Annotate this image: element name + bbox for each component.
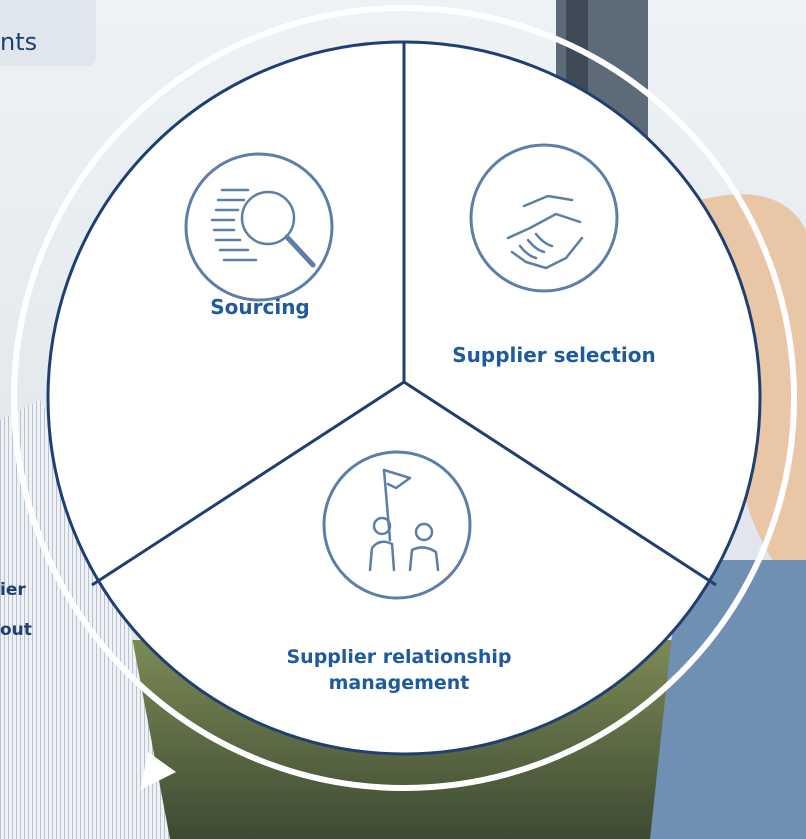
magnifier-document-icon <box>184 152 334 302</box>
side-label-line1: ier <box>0 580 26 600</box>
segment-label-srm-line1: Supplier relationship <box>286 646 512 668</box>
header-tab-text: nts <box>0 28 38 56</box>
header-tab: nts <box>0 0 96 66</box>
segment-label-srm-line2: management <box>328 671 470 694</box>
segment-label-supplier-relationship: Supplier relationship management <box>244 645 554 696</box>
divider-left <box>91 380 405 587</box>
segment-label-sourcing: Sourcing <box>210 295 310 319</box>
outer-ring <box>11 5 797 791</box>
divider-right <box>403 380 717 587</box>
segment-label-supplier-selection: Supplier selection <box>452 343 656 367</box>
cycle-arrow-icon <box>140 752 176 790</box>
side-label-line2: out <box>0 620 32 640</box>
team-flag-icon <box>322 450 472 600</box>
handshake-icon <box>469 143 619 293</box>
